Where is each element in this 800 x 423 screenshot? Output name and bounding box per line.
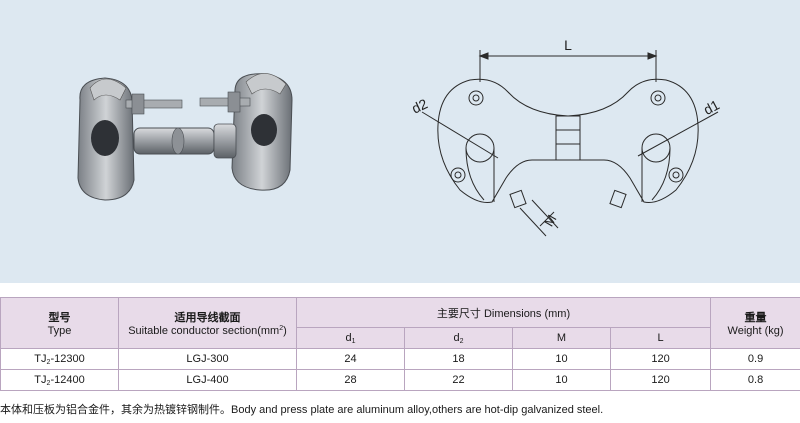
table-header-row: 型号 Type 适用导线截面 Suitable conductor sectio…: [0, 297, 800, 349]
drawing-label-d1: d1: [701, 96, 722, 118]
cell-m: 10: [512, 369, 611, 391]
cell-type: TJ2-12400: [0, 369, 119, 391]
header-dimensions: 主要尺寸 Dimensions (mm): [295, 297, 712, 328]
product-photo: [77, 73, 293, 201]
technical-drawing: L d2 d1 M: [409, 37, 722, 237]
material-note: 本体和压板为铝合金件，其余为热镀锌钢制件。Body and press plat…: [0, 404, 604, 416]
cell-d2: 18: [404, 348, 513, 370]
drawing-label-d2: d2: [409, 95, 430, 116]
table-row: TJ2-12300 LGJ-300 24 18 10 120 0.9: [0, 348, 800, 370]
cell-l: 120: [609, 348, 712, 370]
cell-l: 120: [609, 369, 712, 391]
cell-section: LGJ-300: [118, 348, 297, 370]
cell-type: TJ2-12300: [0, 348, 119, 370]
header-d1: d1: [296, 327, 405, 349]
cell-weight: 0.9: [710, 348, 800, 370]
table-row: TJ2-12400 LGJ-400 28 22 10 120 0.8: [0, 369, 800, 391]
cell-m: 10: [512, 348, 611, 370]
cell-d1: 28: [296, 369, 405, 391]
cell-weight: 0.8: [710, 369, 800, 391]
cell-d2: 22: [404, 369, 513, 391]
header-type: 型号 Type: [0, 297, 119, 349]
drawing-label-l: L: [564, 37, 572, 53]
header-weight: 重量 Weight (kg): [710, 297, 800, 349]
header-l: L: [609, 327, 712, 349]
table-subheader-row: d1 d2 M L: [1, 327, 800, 349]
header-m: M: [512, 327, 611, 349]
header-d2: d2: [404, 327, 513, 349]
product-image-panel: L d2 d1 M: [0, 0, 800, 283]
header-section: 适用导线截面 Suitable conductor section(mm2): [118, 297, 297, 349]
spec-table: 型号 Type 适用导线截面 Suitable conductor sectio…: [0, 297, 800, 391]
cell-section: LGJ-400: [118, 369, 297, 391]
cell-d1: 24: [296, 348, 405, 370]
